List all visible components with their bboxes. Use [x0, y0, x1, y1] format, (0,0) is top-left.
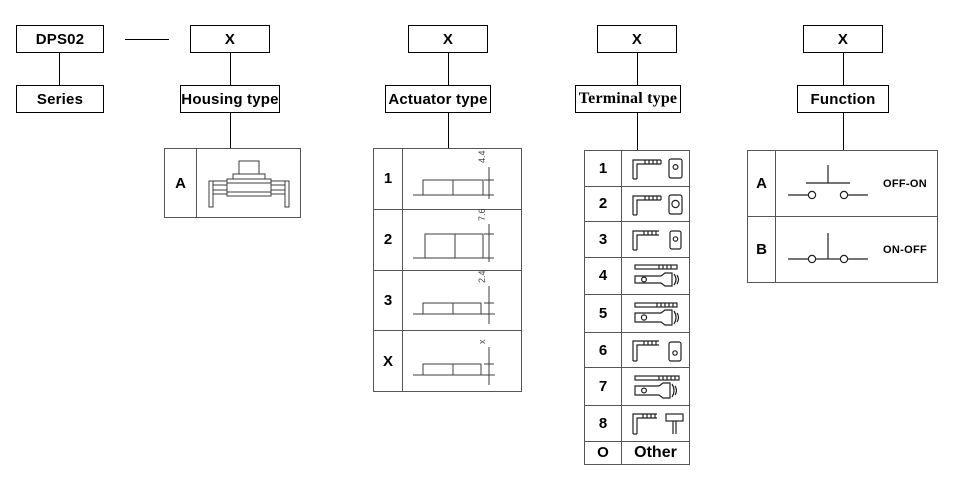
option-illustration [622, 187, 689, 222]
actuator-profile-icon: 2.4 [403, 270, 521, 330]
actuator-type-table: 1 4.4 [373, 148, 522, 392]
option-label: Other [622, 442, 689, 465]
table-row[interactable]: 4 [585, 257, 689, 296]
function-state-label: OFF-ON [883, 177, 927, 190]
option-illustration [622, 222, 689, 257]
code-box-terminal: X [597, 25, 677, 53]
table-row[interactable]: O Other [585, 441, 689, 465]
option-key: 3 [374, 270, 403, 331]
option-key: O [585, 441, 622, 465]
table-row[interactable]: 1 [585, 151, 689, 187]
option-key: 2 [585, 186, 622, 222]
connector-terminal-code [637, 53, 639, 85]
code-box-series: DPS02 [16, 25, 104, 53]
dimension-value: 4.4 [477, 150, 487, 163]
option-key: 5 [585, 295, 622, 332]
option-illustration: 7.6 [403, 208, 521, 270]
option-illustration: OFF-ON [776, 151, 937, 216]
option-key: 8 [585, 405, 622, 441]
table-row[interactable]: 6 [585, 332, 689, 369]
option-key: 4 [585, 257, 622, 295]
actuator-profile-icon: x [403, 331, 521, 391]
table-row[interactable]: A OFF-ON [748, 151, 937, 217]
table-row[interactable]: 7 [585, 368, 689, 406]
connector-actuator-table [448, 113, 450, 149]
terminal-flat-tab-a-icon [625, 260, 687, 292]
option-key: 3 [585, 222, 622, 257]
option-illustration: 4.4 [403, 149, 521, 209]
option-key: 6 [585, 332, 622, 368]
table-row[interactable]: 2 [585, 186, 689, 223]
actuator-profile-icon: 7.6 [403, 208, 521, 270]
option-key: 1 [374, 149, 403, 209]
option-key: B [748, 217, 776, 282]
option-key: 1 [585, 151, 622, 186]
terminal-bent-pin-b-icon [625, 189, 687, 219]
housing-switch-side-view-icon [201, 155, 297, 211]
code-box-actuator: X [408, 25, 488, 53]
table-row[interactable]: A [165, 149, 300, 217]
table-row[interactable]: 3 2.4 [374, 270, 521, 332]
option-illustration: ON-OFF [776, 217, 937, 282]
connector-housing-table [230, 113, 232, 149]
option-illustration [197, 149, 300, 217]
dimension-value: 7.6 [477, 208, 487, 221]
dimension-value: 2.4 [477, 271, 487, 284]
connector-housing-code [230, 53, 232, 85]
terminal-bent-pin-d-icon [625, 335, 687, 365]
option-illustration [622, 295, 689, 332]
label-box-function: Function [797, 85, 889, 113]
option-illustration [622, 258, 689, 295]
function-state-label: ON-OFF [883, 243, 927, 256]
option-key: A [748, 151, 776, 216]
connector-function-code [843, 53, 845, 85]
connector-series [59, 53, 61, 85]
terminal-flat-tab-b-icon [625, 298, 687, 330]
option-illustration [622, 406, 689, 441]
terminal-flat-tab-c-icon [625, 371, 687, 403]
housing-type-table: A [164, 148, 301, 218]
terminal-bent-pin-a-icon [625, 153, 687, 183]
option-key: 7 [585, 368, 622, 405]
option-key: X [374, 331, 403, 391]
switch-normally-open-icon [776, 153, 880, 215]
table-row[interactable]: 3 [585, 222, 689, 258]
dimension-value: x [477, 339, 487, 344]
option-illustration: x [403, 331, 521, 391]
terminal-bent-pin-c-icon [625, 224, 687, 254]
code-box-function: X [803, 25, 883, 53]
option-illustration: 2.4 [403, 271, 521, 331]
connector-terminal-table [637, 113, 639, 151]
code-box-housing: X [190, 25, 270, 53]
connector-actuator-code [448, 53, 450, 85]
table-row[interactable]: 5 [585, 295, 689, 333]
label-box-terminal: Terminal type [575, 85, 681, 113]
table-row[interactable]: B ON-OFF [748, 217, 937, 282]
table-row[interactable]: 8 [585, 405, 689, 442]
label-box-housing: Housing type [180, 85, 280, 113]
option-text: Other [634, 443, 677, 461]
option-key: A [165, 149, 197, 217]
actuator-profile-icon: 4.4 [403, 149, 521, 209]
function-table: A OFF-ON [747, 150, 938, 283]
table-row[interactable]: X x [374, 331, 521, 391]
terminal-type-table: 1 [584, 150, 690, 465]
dash-connector [125, 39, 169, 41]
option-illustration [622, 333, 689, 368]
label-box-actuator: Actuator type [385, 85, 491, 113]
table-row[interactable]: 2 7.6 [374, 208, 521, 271]
connector-function-table [843, 113, 845, 151]
label-box-series: Series [16, 85, 104, 113]
table-row[interactable]: 1 4.4 [374, 149, 521, 210]
option-key: 2 [374, 209, 403, 270]
terminal-bent-pin-e-icon [625, 408, 687, 438]
option-illustration [622, 368, 689, 405]
option-illustration [622, 151, 689, 186]
switch-normally-closed-icon [776, 219, 880, 281]
